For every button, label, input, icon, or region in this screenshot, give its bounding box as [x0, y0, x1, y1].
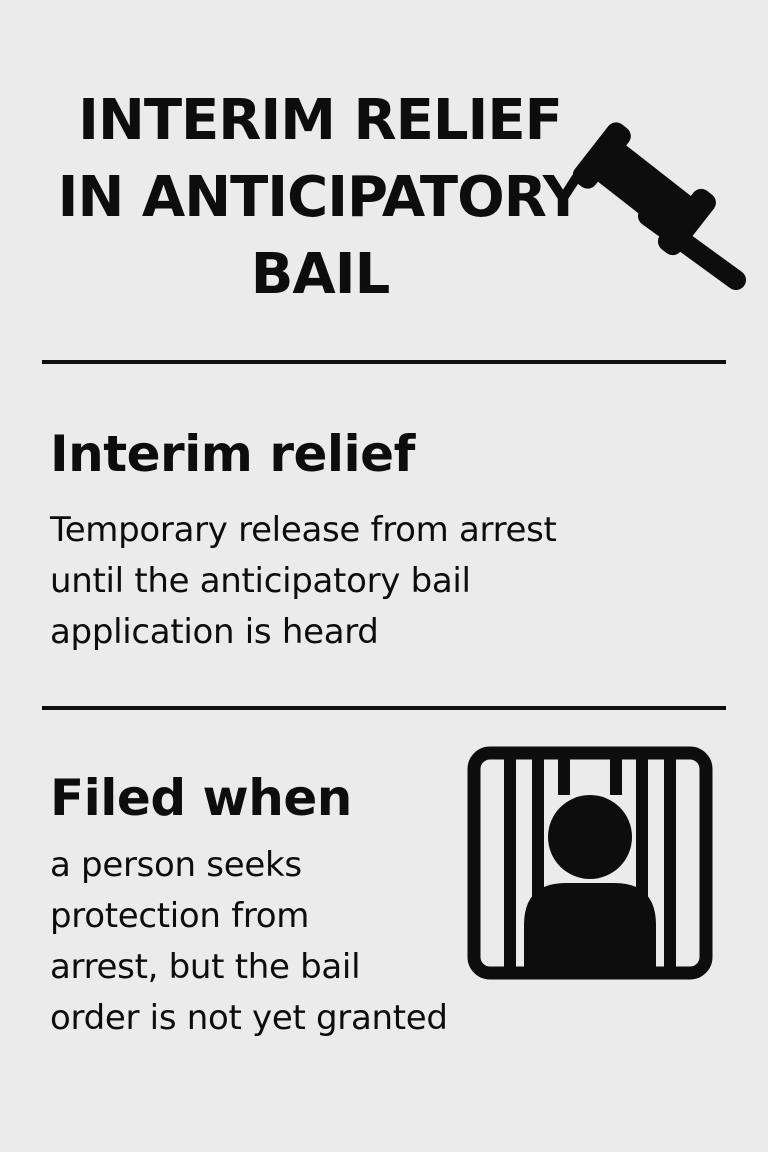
- description-line: application is heard: [50, 612, 379, 652]
- section-heading-filed-when: Filed when: [50, 769, 352, 827]
- description-line: a person seeks: [50, 845, 302, 885]
- title-line-2: IN ANTICIPATORY: [57, 165, 584, 230]
- person-behind-bars-icon: [467, 746, 713, 980]
- gavel-icon: [572, 122, 746, 290]
- description-line: Temporary release from arrest: [50, 510, 557, 550]
- description-line: protection from: [50, 896, 310, 936]
- section-divider-top: [42, 360, 726, 364]
- title-line-1: INTERIM RELIEF: [78, 88, 563, 153]
- description-line: arrest, but the bail: [50, 947, 361, 987]
- section-description-filed-when: a person seeks protection from arrest, b…: [50, 840, 448, 1044]
- section-description-interim-relief: Temporary release from arrest until the …: [50, 505, 557, 658]
- infographic-title: INTERIM RELIEF IN ANTICIPATORY BAIL: [30, 82, 610, 313]
- title-line-3: BAIL: [250, 242, 391, 307]
- description-line: order is not yet granted: [50, 998, 448, 1038]
- section-divider-middle: [42, 706, 726, 710]
- description-line: until the anticipatory bail: [50, 561, 471, 601]
- section-heading-interim-relief: Interim relief: [50, 425, 415, 483]
